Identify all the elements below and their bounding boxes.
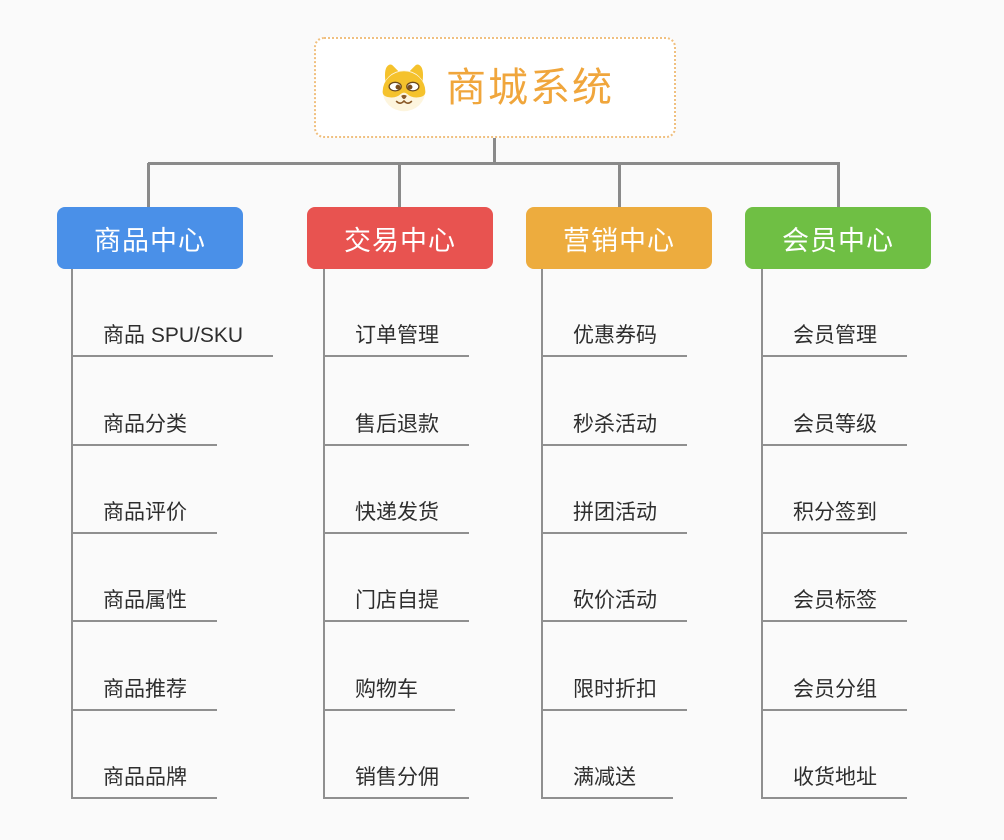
branch-marketing-center[interactable]: 营销中心 [526,207,712,269]
topic-item[interactable]: 订单管理 [325,269,469,358]
branch-stem-line [147,163,150,208]
topic-item[interactable]: 购物车 [325,622,455,711]
branch-label: 商品中心 [94,225,206,256]
branch-label: 交易中心 [344,225,456,256]
product-center-children: 商品 SPU/SKU 商品分类 商品评价 商品属性 商品推荐 商品品牌 [71,269,274,799]
topic-item[interactable]: 商品分类 [73,357,217,446]
branch-label: 会员中心 [782,225,894,256]
topic-item[interactable]: 商品品牌 [73,711,217,799]
marketing-center-children: 优惠券码 秒杀活动 拼团活动 砍价活动 限时折扣 满减送 [541,269,687,799]
topic-item[interactable]: 收货地址 [763,711,907,799]
topic-item[interactable]: 积分签到 [763,446,907,534]
branch-stem-line [837,163,840,208]
topic-item[interactable]: 快递发货 [325,446,469,534]
topic-item[interactable]: 秒杀活动 [543,357,687,446]
topic-item[interactable]: 会员等级 [763,357,907,446]
topic-item[interactable]: 满减送 [543,711,673,799]
topic-item[interactable]: 优惠券码 [543,269,687,358]
topic-item[interactable]: 会员标签 [763,534,907,623]
branch-label: 营销中心 [563,225,675,256]
member-center-children: 会员管理 会员等级 积分签到 会员标签 会员分组 收货地址 [761,269,907,799]
trade-center-children: 订单管理 售后退款 快递发货 门店自提 购物车 销售分佣 [323,269,469,799]
branch-product-center[interactable]: 商品中心 [57,207,243,269]
shiba-dog-icon [382,63,426,111]
branch-stem-line [618,163,621,208]
topic-item[interactable]: 商品属性 [73,534,217,623]
topic-item[interactable]: 门店自提 [325,534,469,623]
topic-item[interactable]: 砍价活动 [543,534,687,623]
topic-item[interactable]: 售后退款 [325,357,469,446]
topic-item[interactable]: 销售分佣 [325,711,469,799]
topic-item[interactable]: 商品评价 [73,446,217,534]
root-topic[interactable]: 商城系统 [314,37,676,138]
topic-item[interactable]: 拼团活动 [543,446,687,534]
topic-item[interactable]: 会员分组 [763,622,907,711]
topic-item[interactable]: 限时折扣 [543,622,687,711]
root-connector-line [493,138,496,164]
topic-item[interactable]: 商品 SPU/SKU [73,269,274,358]
branch-member-center[interactable]: 会员中心 [745,207,931,269]
root-topic-title: 商城系统 [446,65,614,110]
topic-item[interactable]: 会员管理 [763,269,907,358]
branch-bus-line [148,162,840,165]
topic-item[interactable]: 商品推荐 [73,622,217,711]
branch-trade-center[interactable]: 交易中心 [307,207,493,269]
branch-stem-line [398,163,401,208]
